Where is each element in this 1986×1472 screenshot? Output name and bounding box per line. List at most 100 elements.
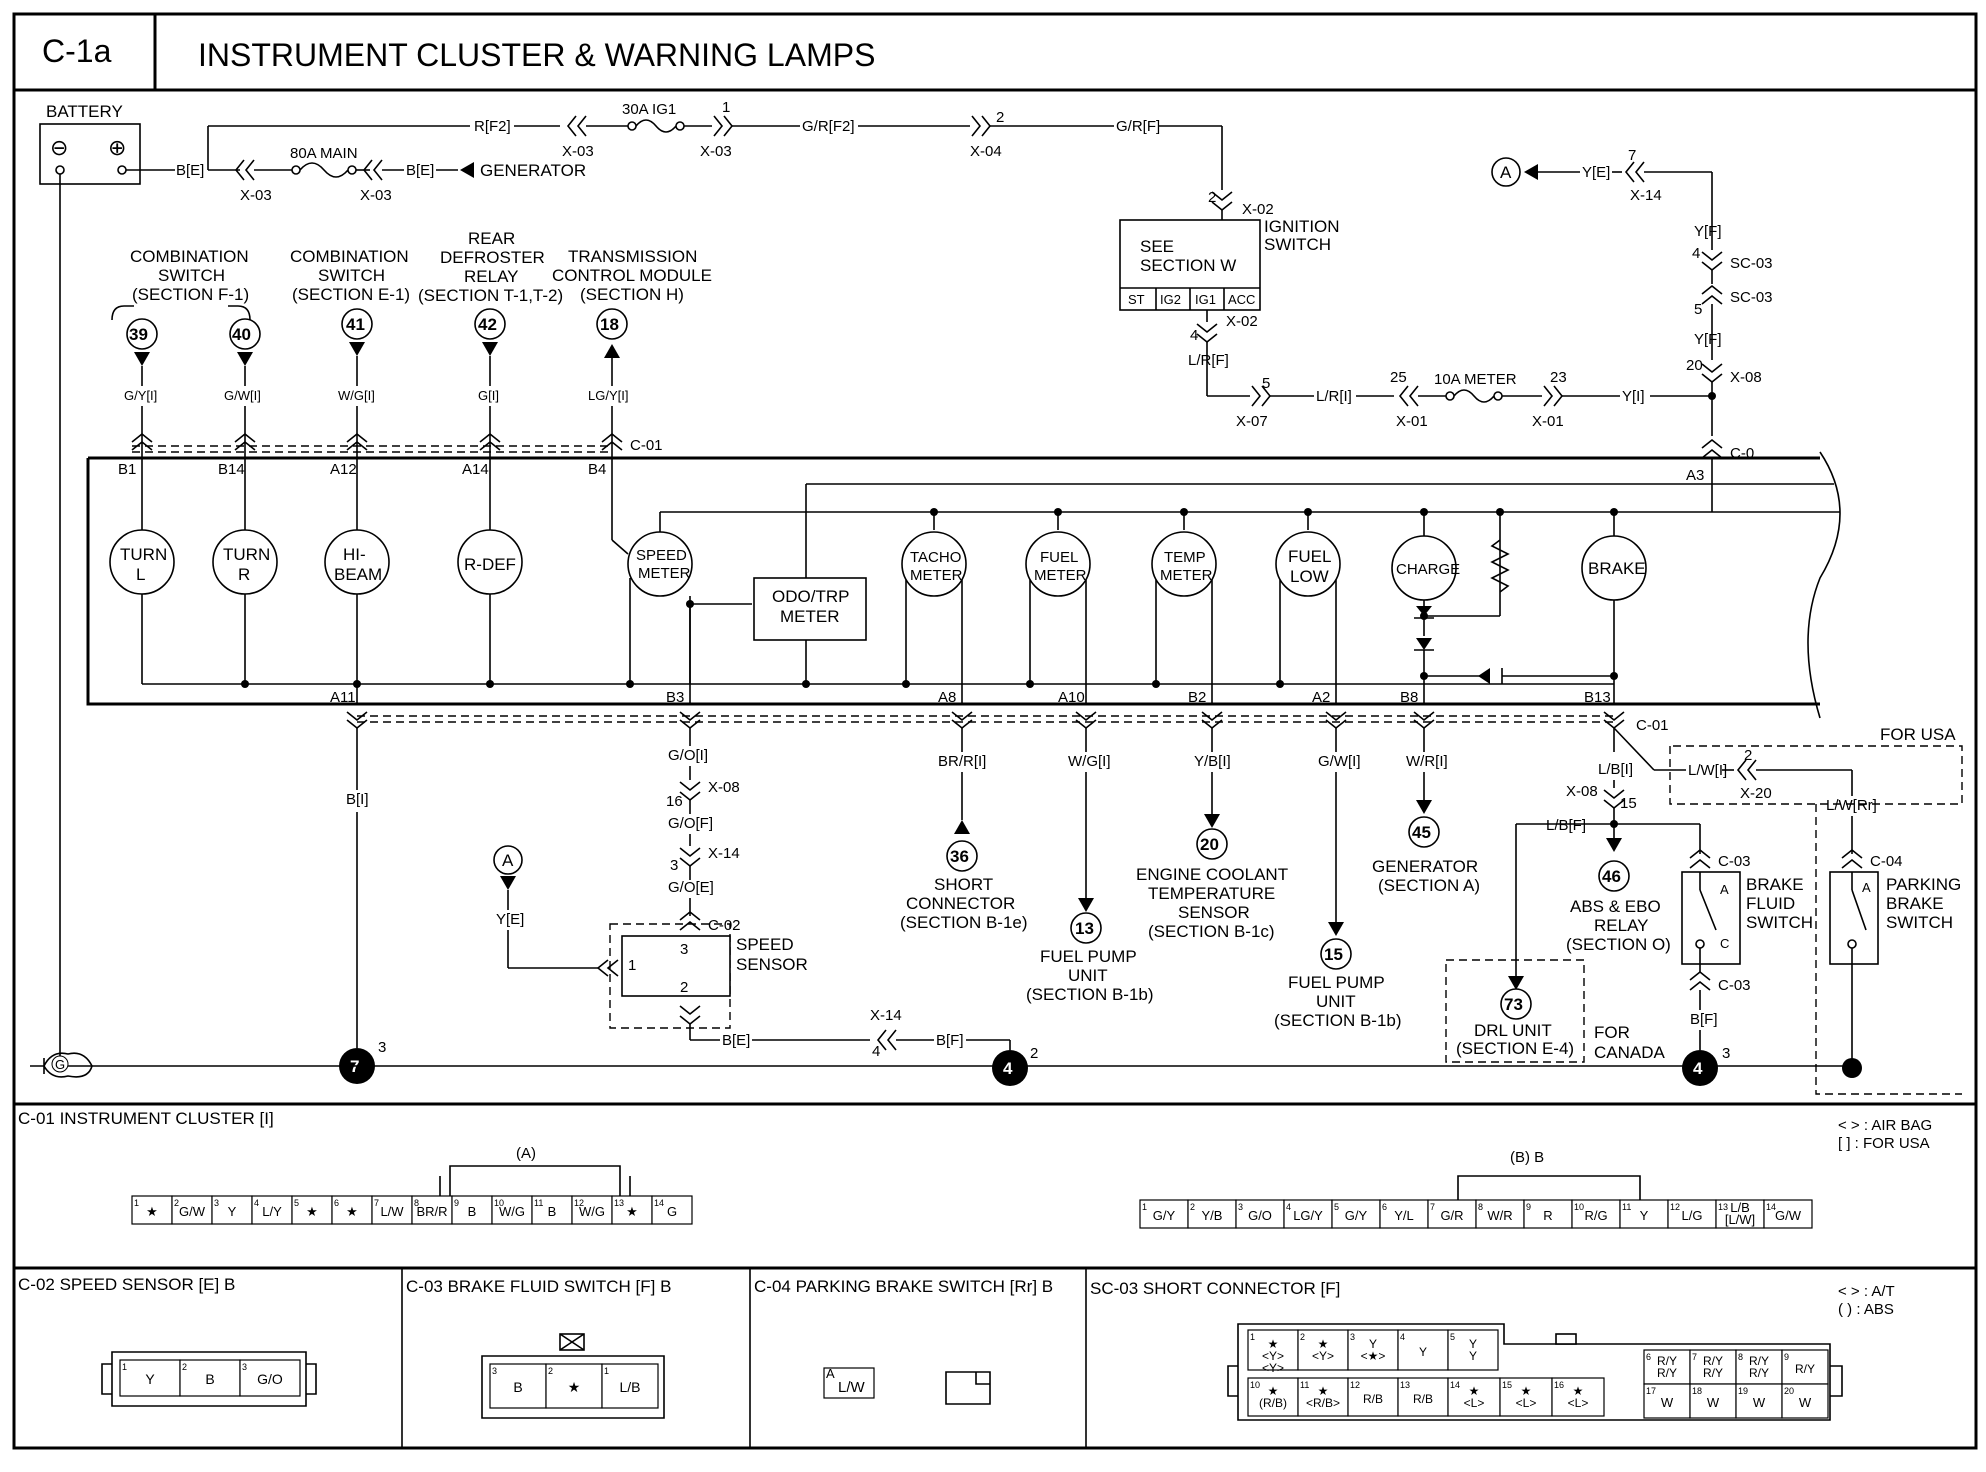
sc03-top-cell-value: Y — [1469, 1349, 1477, 1363]
c01-a-cell-num: 6 — [334, 1198, 339, 1208]
lamp-rear-defroster: R-DEF — [457, 446, 523, 688]
wire-w-g-i-lower: W/G[I] — [1068, 753, 1111, 770]
module-41-label-3: (SECTION E-1) — [292, 285, 410, 304]
sc03-bot-cell-value: R/B — [1413, 1392, 1433, 1406]
c01-a-cell-value: B — [548, 1204, 557, 1219]
lamp-brake-l1: BRAKE — [1588, 559, 1646, 578]
ref-42: 42 — [478, 315, 497, 334]
wire-g-y-i: G/Y[I] — [124, 388, 157, 403]
pin-a8: A8 — [938, 689, 956, 706]
c01-b-cell-num: 5 — [1334, 1202, 1339, 1212]
wire-l-w-i: L/W[I] — [1688, 762, 1727, 779]
lamp-rdef-l1: R-DEF — [464, 555, 516, 574]
ground-4-right — [1682, 1050, 1718, 1086]
module-combination-switch-e1: COMBINATION SWITCH (SECTION E-1) — [290, 247, 410, 304]
pin-25: 25 — [1390, 369, 1407, 386]
pin-20-x08: 20 — [1686, 357, 1703, 374]
sc03-bot-m-cell-value: ★ — [1521, 1384, 1532, 1398]
module-42-label-2: DEFROSTER — [440, 248, 545, 267]
sc03-bot-cell-value: R/B — [1363, 1392, 1383, 1406]
module-transmission-control: TRANSMISSION CONTROL MODULE (SECTION H) — [552, 247, 712, 304]
c01-a-cell-value: G/W — [179, 1204, 206, 1219]
ss-pin-1: 1 — [628, 957, 636, 974]
lamp-turn-right-l2: R — [238, 565, 250, 584]
sc03-top-cell-num: 3 — [1350, 1332, 1355, 1342]
pin-16-x08: 16 — [666, 793, 683, 810]
connector-x04: X-04 — [970, 143, 1002, 160]
c02-cell — [179, 1359, 241, 1397]
pin-5-x07: 5 — [1262, 375, 1270, 392]
sc03-top-r-cell-num: 6 — [1646, 1352, 1651, 1362]
c03-cell-num: 3 — [492, 1366, 497, 1376]
ref-18: 18 — [600, 315, 619, 334]
battery-minus: ⊖ — [50, 135, 68, 160]
sc03-legend-1: < > : A/T — [1838, 1283, 1895, 1300]
c02-cell-value: G/O — [257, 1371, 283, 1387]
c01-a-cell-num: 3 — [214, 1198, 219, 1208]
sc03-top-r-cell-num: 7 — [1692, 1352, 1697, 1362]
connector-x08-right: X-08 — [1730, 369, 1762, 386]
odo-meter-l2: METER — [780, 607, 840, 626]
lamp-charge-l1: CHARGE — [1396, 561, 1460, 578]
module-18-label-2: CONTROL MODULE — [552, 266, 712, 285]
lamp-charge: CHARGE — [1391, 508, 1614, 704]
bfs-pin-a: A — [1720, 882, 1729, 897]
ref-a-lower-label: A — [502, 851, 514, 870]
gauge-temp-l1: TEMP — [1164, 549, 1206, 566]
for-canada-l2: CANADA — [1594, 1043, 1666, 1062]
module-39-label-3: (SECTION F-1) — [132, 285, 249, 304]
pin-5-sc03: 5 — [1694, 301, 1702, 318]
sc03-top-cell — [1247, 1329, 1299, 1371]
sc03-top-r-cell — [1781, 1349, 1829, 1385]
ref-41: 41 — [346, 315, 365, 334]
c01-a-cell-value: ★ — [146, 1204, 158, 1219]
ign-connector-x02-a: X-02 — [1242, 201, 1274, 218]
c01-b-cell — [1475, 1199, 1525, 1229]
sc03-bot-m-cell — [1551, 1377, 1605, 1417]
c01-a-cell-num: 9 — [454, 1198, 459, 1208]
sc03-bot-r-cell — [1781, 1383, 1829, 1419]
short-conn-l2: CONNECTOR — [906, 894, 1015, 913]
pbs-pin-a: A — [1862, 880, 1871, 895]
sc03-top-r-cell-value: R/Y — [1749, 1366, 1769, 1380]
pin-b3: B3 — [666, 689, 684, 706]
c01-b-cell — [1763, 1199, 1813, 1229]
module-18-label-3: (SECTION H) — [580, 285, 684, 304]
pbs-l2: BRAKE — [1886, 894, 1944, 913]
term-ig1: IG1 — [1195, 292, 1216, 307]
sc03-bot-r-cell-value: W — [1799, 1395, 1812, 1410]
c01-a-cell-value: W/G — [579, 1204, 605, 1219]
c01-a-cell-value: Y — [228, 1204, 237, 1219]
sc03-top-cell-value: Y — [1419, 1345, 1427, 1359]
generator-label: GENERATOR — [480, 161, 586, 180]
ground-4-center-label: 4 — [1003, 1059, 1013, 1078]
c03-cell-value: L/B — [619, 1379, 640, 1395]
engine-coolant-l3: SENSOR — [1178, 903, 1250, 922]
ref-45: 45 — [1412, 823, 1431, 842]
c01-b-cell-value: [L/W] — [1725, 1212, 1755, 1227]
wire-w-g-i: W/G[I] — [338, 388, 375, 403]
c04-cell-val: L/W — [838, 1379, 866, 1396]
instrument-cluster — [86, 451, 1841, 719]
gauge-speed-l1: SPEED — [636, 547, 687, 564]
sc03-bot-m-cell-value: ★ — [1573, 1384, 1584, 1398]
wire-b-i: B[I] — [346, 791, 369, 808]
c01-a-cell-value: B — [468, 1204, 477, 1219]
c01-b-cell-num: 10 — [1574, 1202, 1584, 1212]
pin-2-ground4: 2 — [1030, 1045, 1038, 1062]
c01-a-cell-num: 12 — [574, 1198, 584, 1208]
c01-a-cell — [211, 1195, 253, 1225]
sc03-bot-r-cell-num: 18 — [1692, 1386, 1702, 1396]
sc03-top-cell — [1447, 1329, 1499, 1371]
generator-arrow-icon — [460, 162, 474, 178]
ref-20: 20 — [1200, 835, 1219, 854]
bfs-l2: FLUID — [1746, 894, 1795, 913]
wire-l-r-i: L/R[I] — [1316, 388, 1352, 405]
pin-b1: B1 — [118, 461, 136, 478]
wire-g-w-i: G/W[I] — [224, 388, 261, 403]
module-42-label-4: (SECTION T-1,T-2) — [418, 286, 563, 305]
c01-b-cell-num: 7 — [1430, 1202, 1435, 1212]
wire-l-b-i: L/B[I] — [1598, 761, 1633, 778]
pin-4-sc03: 4 — [1692, 245, 1700, 262]
speed-sensor: 3 1 2 SPEED SENSOR — [596, 923, 808, 1029]
